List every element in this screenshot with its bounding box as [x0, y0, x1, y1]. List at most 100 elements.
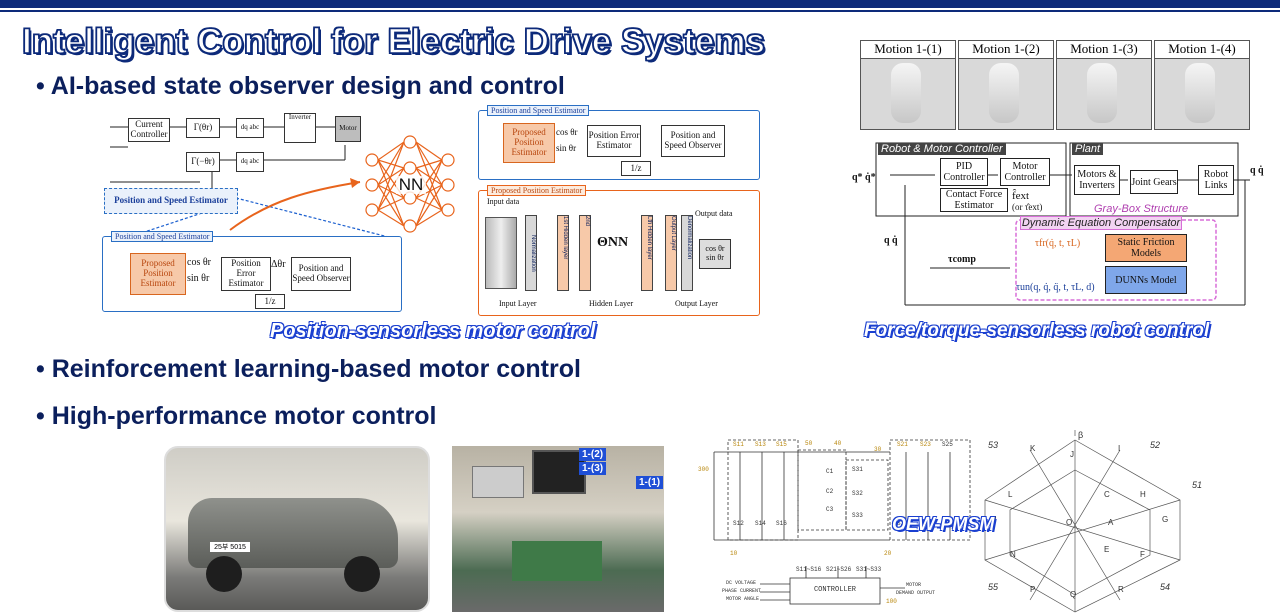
- position-error-box: Position Error Estimator: [221, 257, 271, 291]
- switch-label-s13: S13: [755, 441, 766, 448]
- bullet-rl-control: • Reinforcement learning-based motor con…: [36, 355, 581, 384]
- vertex-H: H: [1140, 490, 1146, 499]
- abc-converter-2: dq abc: [236, 152, 264, 172]
- output-motor: MOTOR: [906, 582, 922, 588]
- power-supply: [472, 466, 524, 498]
- robot-links-box: Robot Links: [1198, 165, 1234, 195]
- abc-converter-1: dq abc: [236, 118, 264, 138]
- top-bar: [0, 0, 1280, 8]
- bullet-ai-observer: • AI-based state observer design and con…: [36, 72, 565, 101]
- contact-force-box: Contact Force Estimator: [940, 188, 1008, 212]
- plant-label: Plant: [1072, 143, 1104, 155]
- bullet-text: Reinforcement learning-based motor contr…: [51, 355, 581, 383]
- motor-controller-box: Motor Controller: [1000, 158, 1050, 186]
- input-data-label: Input data: [487, 197, 520, 206]
- input-image: [485, 217, 517, 289]
- vertex-K: K: [1030, 444, 1036, 453]
- vertex-R: R: [1118, 585, 1124, 594]
- robot-arm-image: [891, 63, 921, 123]
- hex-label-51: 51: [1192, 480, 1203, 490]
- estimator-box-collapsed: Position and Speed Estimator: [104, 188, 238, 214]
- vertex-A: A: [1108, 518, 1114, 527]
- cos-sin-box: cos θr sin θr: [699, 239, 731, 269]
- robot-arm-image: [1087, 63, 1117, 123]
- switch-label-s14: S14: [755, 520, 766, 527]
- ref-100: 100: [886, 598, 897, 605]
- cos-label: cos θr: [187, 257, 211, 268]
- nn-label: NN: [396, 175, 426, 194]
- vertex-I: I: [1118, 444, 1121, 453]
- testbed-tag-1-2: 1-(2): [579, 448, 607, 461]
- ref-300: 300: [698, 466, 709, 473]
- robot-arm-image: [989, 63, 1019, 123]
- testbed-tag-1-3: 1-(3): [579, 462, 607, 475]
- motors-inverters-box: Motors & Inverters: [1074, 165, 1120, 195]
- vertex-L: L: [1008, 490, 1013, 499]
- motion-photo-3: Motion 1-(3): [1056, 40, 1152, 130]
- or-tau-ext-label: (or τ̂ext): [1012, 202, 1043, 212]
- current-controller-box: Current Controller: [128, 118, 170, 142]
- dunns-box: DUNNs Model: [1105, 266, 1187, 294]
- observer-box: Position and Speed Observer: [661, 125, 725, 157]
- observer-box: Position and Speed Observer: [291, 257, 351, 291]
- panel-label: Position and Speed Estimator: [111, 231, 214, 242]
- ref-20: 20: [884, 550, 892, 557]
- proposed-estimator-panel: Proposed Position Estimator Input data N…: [478, 185, 760, 316]
- gamma-box: Γ(θr): [186, 118, 220, 138]
- motion-label: Motion 1-(4): [1155, 41, 1249, 59]
- bullet-text: AI-based state observer design and contr…: [50, 72, 565, 100]
- monitor: [532, 450, 586, 494]
- switch-label-s16: S16: [776, 520, 787, 527]
- q-output-label: q q̇: [1250, 165, 1264, 176]
- output-demand: DEMAND OUTPUT: [896, 590, 936, 596]
- pid-box: PID Controller: [940, 158, 988, 186]
- caption-robot: Force/torque-sensorless robot control: [864, 320, 1210, 341]
- switch-label-s23: S23: [920, 441, 931, 448]
- motion-photo-4: Motion 1-(4): [1154, 40, 1250, 130]
- bullet-glyph: •: [36, 72, 45, 100]
- proposed-estimator-box: Proposed Position Estimator: [130, 253, 186, 295]
- robot-arm-image: [1185, 63, 1215, 123]
- joint-gears-box: Joint Gears: [1130, 170, 1178, 194]
- switch-label-s25: S25: [942, 441, 953, 448]
- caption-oew-pmsm: OEW-PMSM: [892, 514, 995, 534]
- input-layer-label: Input Layer: [499, 299, 537, 308]
- vertex-G: G: [1162, 515, 1169, 524]
- cos-label: cos θr: [556, 127, 578, 137]
- hidden-layer-1-bar: 1st Hidden layer: [557, 215, 569, 291]
- tau-fr-label: τfr(q̇, t, τL): [1035, 238, 1081, 249]
- gamma-inverse-box: Γ(−θr): [186, 152, 220, 172]
- sin-label: sin θr: [556, 143, 577, 153]
- input-phase-current: PHASE CURRENT: [722, 588, 762, 594]
- output-layer-bar: Output Layer: [665, 215, 677, 291]
- switch-label-s12: S12: [733, 520, 744, 527]
- switch-label-s24: S24: [920, 520, 931, 527]
- vertex-Q: Q: [1070, 590, 1077, 599]
- switch-label-s32: S32: [852, 490, 863, 497]
- pcb-board: [512, 541, 602, 581]
- testbed-photo: 1-(2) 1-(3) 1-(1): [452, 446, 664, 612]
- input-dc-voltage: DC VOLTAGE: [726, 580, 757, 586]
- ev-car-photo: 25부 5015: [164, 446, 430, 612]
- cap-label-c1: C1: [826, 468, 834, 475]
- switch-label-s15: S15: [776, 441, 787, 448]
- denormalization-bar: Denormalization: [681, 215, 693, 291]
- tau-comp-label: τcomp: [948, 254, 976, 265]
- switch-label-s26: S26: [942, 520, 953, 527]
- position-error-box: Position Error Estimator: [587, 125, 641, 157]
- hidden-layer-label: Hidden Layer: [589, 299, 634, 308]
- q-feedback-label: q q̇: [884, 235, 898, 246]
- bullet-glyph: •: [36, 402, 45, 430]
- bullet-high-performance: • High-performance motor control: [36, 402, 436, 431]
- vertex-C: C: [1104, 490, 1110, 499]
- ref-30: 30: [874, 446, 882, 453]
- dynamic-compensator-label: Dynamic Equation Compensator: [1020, 216, 1182, 230]
- hidden-layer-2-bar: 2nd: [579, 215, 591, 291]
- switch-label-s21: S21: [897, 441, 908, 448]
- panel-label: Position and Speed Estimator: [487, 105, 590, 116]
- bullet-text: High-performance motor control: [51, 402, 437, 430]
- normalization-bar: Normalization: [525, 215, 537, 291]
